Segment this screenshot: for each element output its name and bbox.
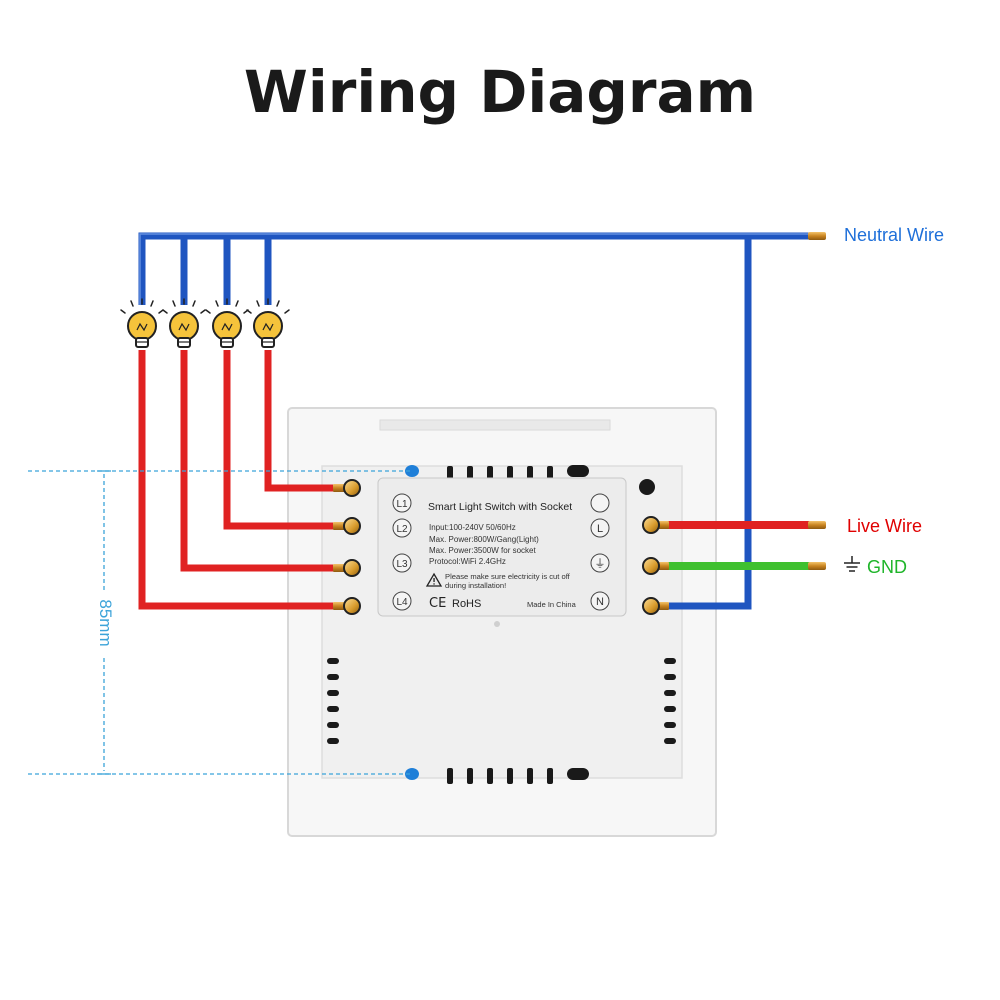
live-wire-L2	[223, 350, 335, 530]
screw-L3	[343, 559, 361, 577]
bulb-icon	[246, 298, 290, 348]
screw-L2	[343, 517, 361, 535]
spec-line-1: Input:100-240V 50/60Hz	[429, 523, 516, 532]
live-wire-L3	[180, 350, 335, 572]
mount-clip-top	[405, 465, 419, 477]
warning-icon	[425, 572, 443, 587]
switch-body	[287, 407, 717, 837]
bottom-vents	[447, 768, 589, 784]
warning-line-1: Please make sure electricity is cut off	[445, 572, 571, 581]
spec-label: Smart Light Switch with Socket Input:100…	[377, 477, 627, 617]
dimension-label: 85mm	[96, 599, 115, 646]
terminal-N: N	[596, 596, 604, 608]
bulbs	[120, 298, 290, 348]
terminal-blank	[590, 493, 610, 513]
screw-ground	[642, 557, 660, 575]
lamp-live-wires	[138, 350, 335, 610]
terminal-ground: ⏚	[595, 557, 606, 570]
side-vents	[327, 658, 676, 744]
ground-icon	[844, 556, 860, 572]
neutral-switch-wire	[665, 236, 752, 610]
dimension-indicator	[28, 470, 410, 775]
ce-mark: CE	[429, 596, 446, 611]
rohs-mark: RoHS	[452, 598, 481, 610]
terminal-L3: L3	[396, 559, 408, 570]
live-wire-label: Live Wire	[847, 516, 922, 536]
live-wire-L4	[138, 350, 335, 610]
terminal-L2: L2	[396, 524, 408, 535]
panel-heading: Smart Light Switch with Socket	[428, 501, 572, 513]
screw-N	[642, 597, 660, 615]
warning-line-2: during installation!	[445, 581, 506, 590]
terminal-L: L	[597, 523, 603, 535]
gnd-label: GND	[867, 557, 907, 577]
terminal-L4: L4	[396, 597, 408, 608]
live-wire-L1	[264, 350, 335, 492]
screw-L1	[343, 479, 361, 497]
terminal-screws	[343, 479, 660, 615]
screw-hole	[639, 479, 655, 495]
neutral-wires	[138, 232, 810, 610]
screw-L	[642, 516, 660, 534]
bulb-icon	[205, 298, 249, 348]
bulb-icon	[120, 298, 164, 348]
warning-text: Please make sure electricity is cut off …	[445, 572, 572, 590]
mount-clip-bottom	[405, 768, 419, 780]
page-title: Wiring Diagram	[243, 58, 757, 126]
left-terminal-markers: L1 L2 L3 L4	[392, 493, 412, 611]
spec-line-4: Protocol:WiFi 2.4GHz	[429, 557, 506, 566]
neutral-wire-label: Neutral Wire	[844, 225, 944, 245]
spec-line-2: Max. Power:800W/Gang(Light)	[429, 535, 539, 544]
spec-line-3: Max. Power:3500W for socket	[429, 546, 536, 555]
right-terminal-markers: L ⏚ N	[590, 493, 610, 611]
screw-L4	[343, 597, 361, 615]
bulb-icon	[162, 298, 206, 348]
made-in: Made In China	[527, 600, 577, 609]
terminal-L1: L1	[396, 499, 408, 510]
spec-label-panel	[377, 477, 627, 617]
neutral-main-wire	[138, 232, 810, 305]
